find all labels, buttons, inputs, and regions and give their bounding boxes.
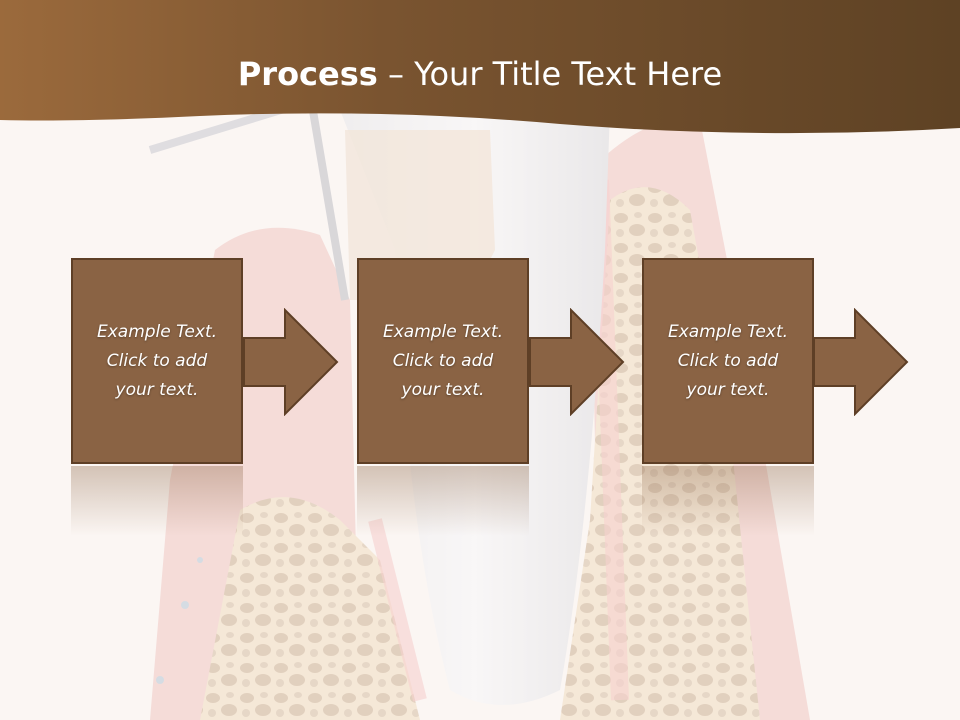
step-3-line-2: Click to add (677, 350, 779, 371)
step-1-line-1: Example Text. (96, 321, 218, 342)
step-3-reflection (642, 466, 814, 536)
arrow-right-icon (813, 308, 909, 416)
title-bold: Process (237, 55, 378, 93)
step-1-line-3: your text. (115, 379, 199, 400)
step-box-1[interactable]: Example Text. Click to add your text. (71, 258, 243, 464)
step-1-reflection (71, 466, 243, 536)
arrow-right-icon (243, 308, 339, 416)
header-band (0, 0, 960, 134)
step-1-line-2: Click to add (106, 350, 208, 371)
step-2-line-2: Click to add (392, 350, 494, 371)
arrow-right-icon (529, 308, 625, 416)
slide-title[interactable]: Process – Your Title Text Here (0, 54, 960, 94)
step-box-3[interactable]: Example Text. Click to add your text. (642, 258, 814, 464)
step-1-text: Example Text. Click to add your text. (82, 318, 232, 405)
step-2-line-1: Example Text. (382, 321, 504, 342)
step-3-line-1: Example Text. (667, 321, 789, 342)
title-rest: – Your Title Text Here (377, 55, 723, 93)
step-2-text: Example Text. Click to add your text. (368, 318, 518, 405)
step-2-reflection (357, 466, 529, 536)
step-3-line-3: your text. (686, 379, 770, 400)
step-2-line-3: your text. (401, 379, 485, 400)
step-3-text: Example Text. Click to add your text. (653, 318, 803, 405)
step-box-2[interactable]: Example Text. Click to add your text. (357, 258, 529, 464)
